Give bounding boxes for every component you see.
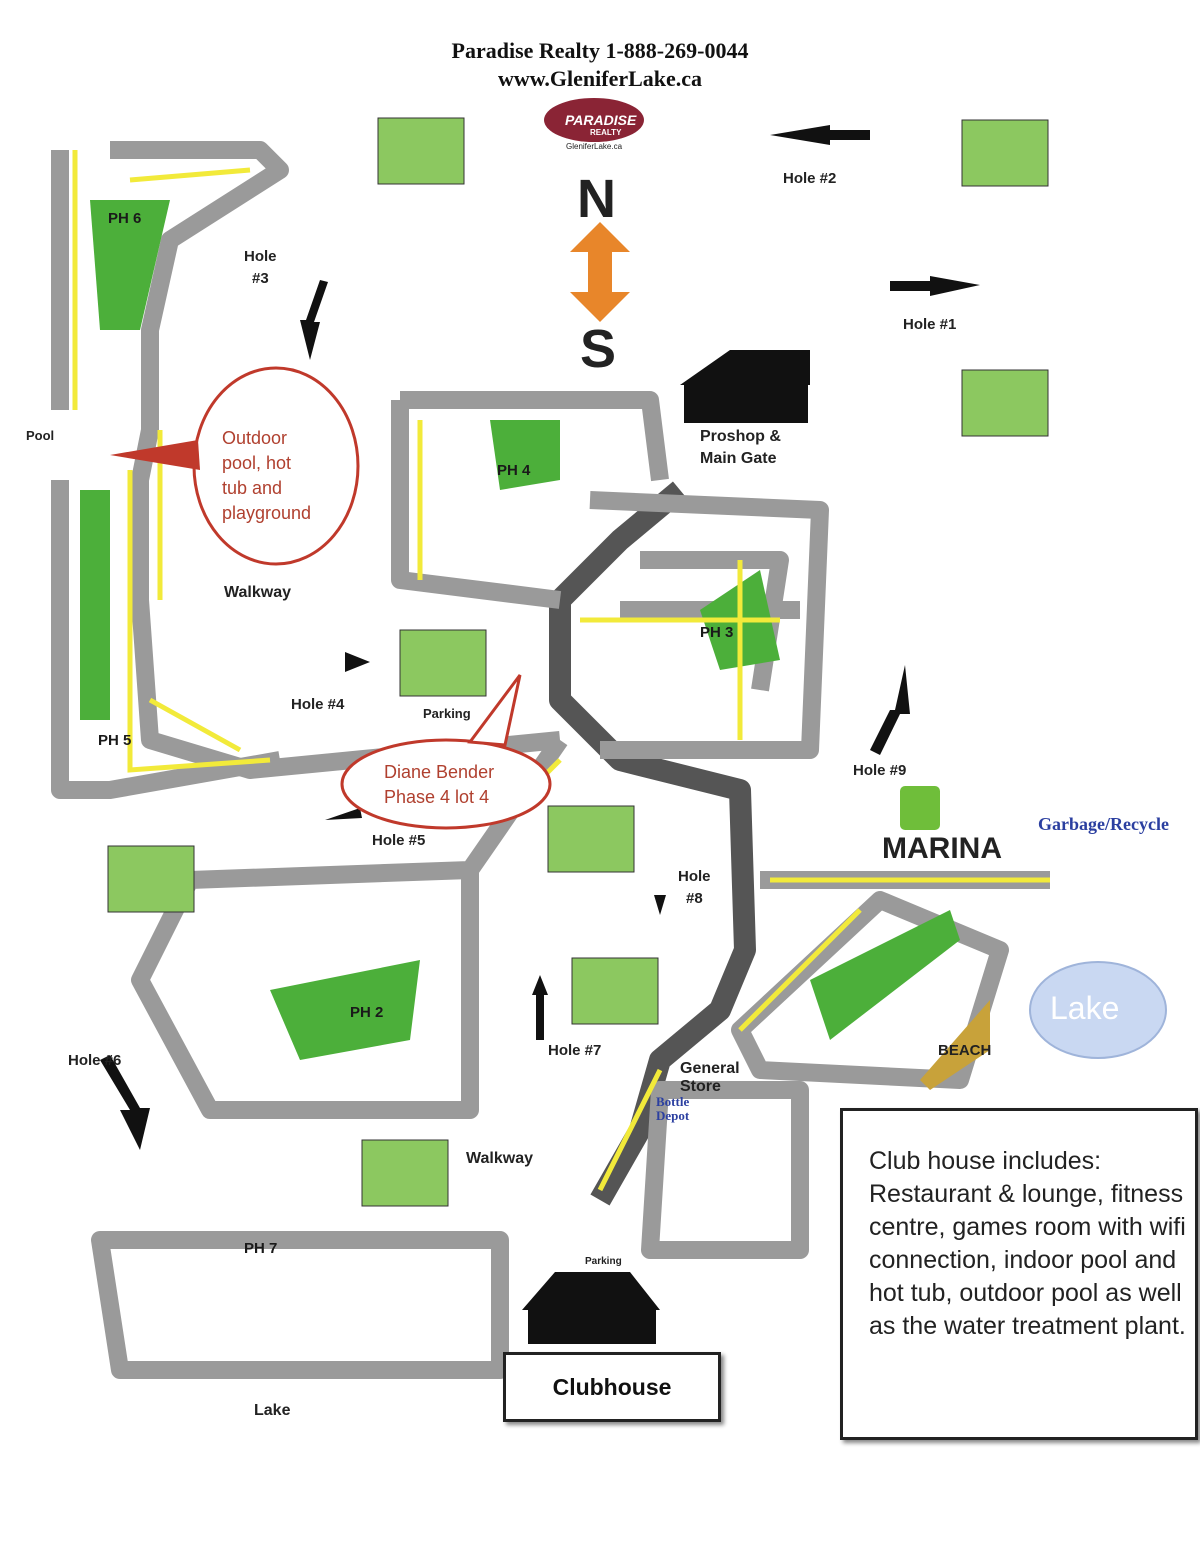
logo-brand: PARADISE [565, 112, 637, 128]
clubhouse-info-text: Club house includes: Restaurant & lounge… [869, 1147, 1186, 1340]
hole-8-number: #8 [686, 890, 703, 907]
hole-6-label: Hole #6 [68, 1052, 122, 1069]
parking-label-1: Parking [423, 706, 471, 721]
general-store-label: General [680, 1060, 740, 1077]
pool-callout: Outdoor pool, hot tub and playground [222, 426, 311, 526]
callouts [110, 366, 552, 830]
hole-5-label: Hole #5 [372, 832, 426, 849]
marina-label: MARINA [882, 832, 1002, 865]
phase-4-label: PH 4 [497, 462, 531, 479]
lot-callout-line-1: Diane Bender [384, 762, 495, 782]
compass-south: S [580, 319, 617, 379]
proshop-label: Proshop & [700, 428, 781, 445]
walkway-label-2: Walkway [466, 1150, 533, 1167]
hole-7-label: Hole #7 [548, 1042, 602, 1059]
lake-cloud-label: Lake [1050, 990, 1120, 1026]
lake-label: Lake [254, 1402, 291, 1419]
lake-cloud [1029, 961, 1167, 1059]
golf-greens [107, 117, 1049, 1207]
hole-8-label: Hole [678, 868, 711, 885]
garbage-recycle-label: Garbage/Recycle [1038, 814, 1169, 834]
traffic-arrows [72, 150, 1050, 1192]
logo-url: GleniferLake.ca [566, 142, 623, 151]
compass-north: N [577, 169, 616, 229]
general-store-label-2: Store [680, 1078, 721, 1095]
hole-4-label: Hole #4 [291, 696, 345, 713]
pool-callout-line-4: playground [222, 503, 312, 523]
pool-callout-line-2: pool, hot [222, 453, 292, 473]
phase-6-label: PH 6 [108, 210, 142, 227]
hole-1-label: Hole #1 [903, 316, 957, 333]
phase-3-label: PH 3 [700, 624, 734, 641]
bottle-depot-label-2: Depot [656, 1108, 690, 1123]
hole-9-label: Hole #9 [853, 762, 907, 779]
clubhouse-info-box: Club house includes: Restaurant & lounge… [840, 1108, 1198, 1440]
pool-label: Pool [26, 428, 55, 443]
hole-3-label: Hole [244, 248, 277, 265]
pool-callout-line-3: tub and [222, 478, 283, 498]
paradise-logo [544, 98, 644, 142]
phase-5-label: PH 5 [98, 732, 132, 749]
buildings [522, 350, 810, 1344]
lot-callout-line-2: Phase 4 lot 4 [384, 787, 490, 807]
main-gate-label: Main Gate [700, 450, 777, 467]
hole-arrows [100, 125, 980, 1150]
header-phone: Paradise Realty 1-888-269-0044 [451, 38, 749, 63]
hole-3-number: #3 [252, 270, 269, 287]
lot-callout: Diane Bender Phase 4 lot 4 [384, 760, 494, 810]
pool-callout-line-1: Outdoor [222, 428, 288, 448]
compass-arrow [570, 222, 630, 322]
walkway-label-1: Walkway [224, 584, 291, 601]
beach-area [920, 1000, 990, 1090]
phase-2-label: PH 2 [350, 1004, 384, 1021]
beach-label: BEACH [938, 1042, 992, 1059]
phase-7-label: PH 7 [244, 1240, 278, 1257]
logo-sub: REALTY [590, 128, 622, 137]
parking-label-2: Parking [585, 1256, 622, 1267]
header-website: www.GleniferLake.ca [497, 66, 703, 91]
garbage-bin-icon [900, 786, 940, 830]
clubhouse-label: Clubhouse [503, 1352, 721, 1422]
bottle-depot-label: Bottle [656, 1094, 690, 1109]
green-spaces [80, 200, 960, 1060]
hole-2-label: Hole #2 [783, 170, 837, 187]
